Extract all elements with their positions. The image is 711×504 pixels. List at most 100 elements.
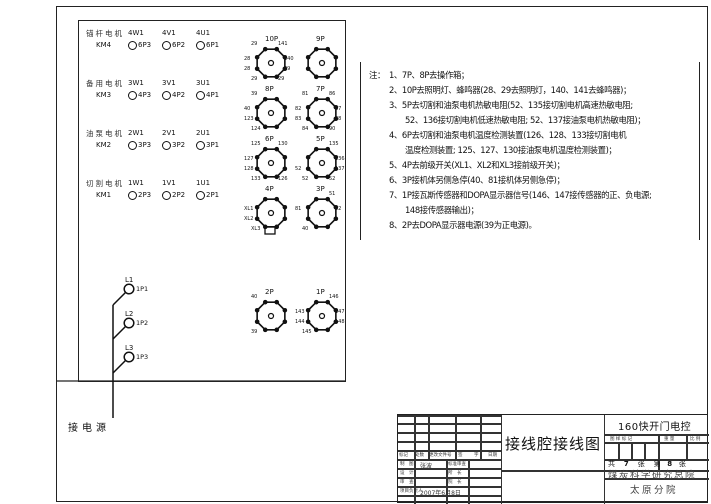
- connector-pin-label: 51: [329, 191, 336, 197]
- terminal-circle-icon: [162, 141, 171, 150]
- connector-pin-dot: [254, 307, 260, 313]
- org-branch: 太原分院: [630, 485, 679, 496]
- note-line: 6、3P接机体另侧急停(40、81接机体另侧急停)；: [389, 175, 565, 185]
- connector-pin-dot: [262, 174, 268, 180]
- motor-name: 切割电机: [86, 179, 124, 188]
- pin-label: 2P3: [138, 191, 152, 199]
- connector-pin-dot: [282, 104, 288, 110]
- connector-pin-label: 83: [295, 116, 302, 122]
- pin-label: 4P1: [206, 91, 220, 99]
- power-pin-label: 1P1: [136, 285, 149, 293]
- connector-center-icon: [318, 59, 326, 67]
- connector-name: 10P: [265, 35, 279, 43]
- connector-pin-label: 86: [329, 91, 336, 97]
- drawing-title: 接线腔接线图: [505, 435, 602, 453]
- revision-header: 字: [474, 453, 479, 458]
- connector-pin-dot: [305, 116, 311, 122]
- terminal-circle-icon: [162, 191, 171, 200]
- connector-pin-dot: [262, 327, 268, 333]
- phase-terminal: 2U1: [196, 129, 211, 137]
- header-label: 重 量: [664, 437, 675, 442]
- connector-pin-label: 84: [302, 126, 309, 132]
- power-branch-line: [112, 325, 127, 340]
- connector-center-icon: [318, 312, 326, 320]
- connector-pin-label: 39: [251, 329, 258, 335]
- phase-terminal: 3W1: [128, 79, 144, 87]
- contactor-label: KM3: [96, 91, 112, 99]
- connector-octagon-icon: [256, 301, 286, 331]
- header-label: 图 样 标 记: [610, 437, 633, 442]
- connector-pin-label: 126: [278, 176, 288, 182]
- connector-pin-label: 127: [244, 156, 254, 162]
- connector-pin-label: 146: [329, 294, 339, 300]
- phase-terminal: 1V1: [162, 179, 176, 187]
- connector-pin-dot: [313, 196, 319, 202]
- power-pin-label: 1P3: [136, 353, 149, 361]
- connector-pin-label: 40: [302, 226, 309, 232]
- notes-prefix: 注：: [369, 70, 385, 80]
- connector-pin-dot: [333, 54, 339, 60]
- connector-pin-label: 82: [295, 106, 302, 112]
- connector-pin-dot: [313, 74, 319, 80]
- connector-pin-label: 130: [278, 141, 288, 147]
- role-cell: 张波: [420, 463, 433, 470]
- connector-center-icon: [318, 159, 326, 167]
- connector-pin-dot: [333, 154, 339, 160]
- connector-pin-label: XL1: [244, 206, 254, 212]
- connector-pin-dot: [274, 74, 280, 80]
- terminal-circle-icon: [196, 91, 205, 100]
- connector-name: 9P: [316, 35, 325, 43]
- connector-pin-dot: [333, 319, 339, 325]
- phase-terminal: 3U1: [196, 79, 211, 87]
- motor-name: 备用电机: [86, 79, 124, 88]
- note-line: 3、5P去切割和油泵电机热敏电阻(52、135接切割电机高速热敏电阻;: [389, 100, 633, 110]
- connector-pin-dot: [254, 154, 260, 160]
- connector-pin-label: 29: [278, 76, 285, 82]
- contactor-label: KM1: [96, 191, 112, 199]
- role-cell: 2007年6月8日: [420, 490, 461, 497]
- connector-pin-dot: [282, 319, 288, 325]
- connector-name: 2P: [265, 288, 274, 296]
- connector-pin-label: 124: [251, 126, 261, 132]
- connector-pin-dot: [305, 319, 311, 325]
- connector-pin-label: 144: [295, 319, 305, 325]
- note-line: 温度检测装置; 125、127、130接油泵电机温度检测装置)；: [405, 145, 617, 155]
- connector-pin-label: 40: [244, 106, 251, 112]
- connector-pin-dot: [305, 216, 311, 222]
- pin-label: 3P2: [172, 141, 186, 149]
- connector-pin-dot: [274, 124, 280, 130]
- connector-pin-dot: [325, 124, 331, 130]
- connector-pin-dot: [274, 174, 280, 180]
- connector-pin-dot: [254, 216, 260, 222]
- phase-terminal: 4V1: [162, 29, 176, 37]
- power-branch-line: [112, 359, 127, 374]
- connector-pin-dot: [282, 166, 288, 172]
- terminal-circle-icon: [196, 191, 205, 200]
- connector-octagon-icon: [307, 301, 337, 331]
- power-terminal-icon: [123, 317, 135, 329]
- connector-pin-dot: [333, 166, 339, 172]
- power-line-label: L1: [125, 276, 134, 284]
- connector-center-icon: [267, 209, 275, 217]
- note-line: 148接传感器输出)；: [405, 205, 479, 215]
- connector-pin-label: 28: [244, 56, 251, 62]
- header-label: 比 例: [690, 437, 701, 442]
- note-line: 5、4P去前级开关(XL1、XL2和XL3接前级开关)；: [389, 160, 565, 170]
- connector-pin-label: 143: [295, 309, 305, 315]
- revision-header: 签: [458, 453, 463, 458]
- connector-pin-dot: [254, 116, 260, 122]
- connector-pin-dot: [325, 299, 331, 305]
- connector-pin-label: XL2: [244, 216, 254, 222]
- power-terminal-icon: [123, 351, 135, 363]
- power-terminal-icon: [123, 283, 135, 295]
- connector-pin-label: 137: [335, 166, 345, 172]
- connector-pin-dot: [282, 216, 288, 222]
- connector-pin-label: 52: [302, 176, 309, 182]
- product-name: 160快开门电控: [618, 422, 692, 433]
- connector-name: 5P: [316, 135, 325, 143]
- terminal-circle-icon: [128, 141, 137, 150]
- terminal-circle-icon: [162, 41, 171, 50]
- connector-pin-label: 133: [251, 176, 261, 182]
- connector-pin-dot: [282, 307, 288, 313]
